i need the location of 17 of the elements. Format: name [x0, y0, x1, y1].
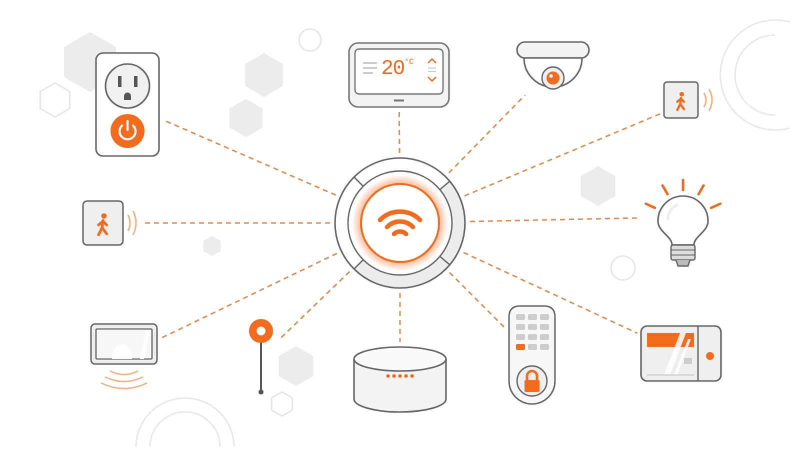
microwave-icon: [640, 325, 722, 382]
thermostat-display: [348, 42, 450, 108]
dashed-connector: [448, 272, 506, 330]
dashed-connector: [463, 252, 638, 334]
dashed-connector: [278, 271, 350, 340]
keypad-lock-icon: [508, 305, 556, 405]
dashed-connector: [399, 293, 401, 342]
dashed-connector: [160, 252, 338, 339]
wall-display-icon: [90, 323, 158, 389]
wifi-hub-icon: [333, 156, 467, 290]
dashed-connector: [398, 111, 400, 153]
dashed-connector: [145, 222, 330, 224]
dashed-connector: [464, 113, 660, 197]
speaker-icon: [352, 345, 448, 415]
temperature-reading: 20$^{°C}$: [381, 59, 414, 80]
dashed-connector: [448, 94, 526, 174]
wall-outlet-icon: [95, 52, 160, 157]
